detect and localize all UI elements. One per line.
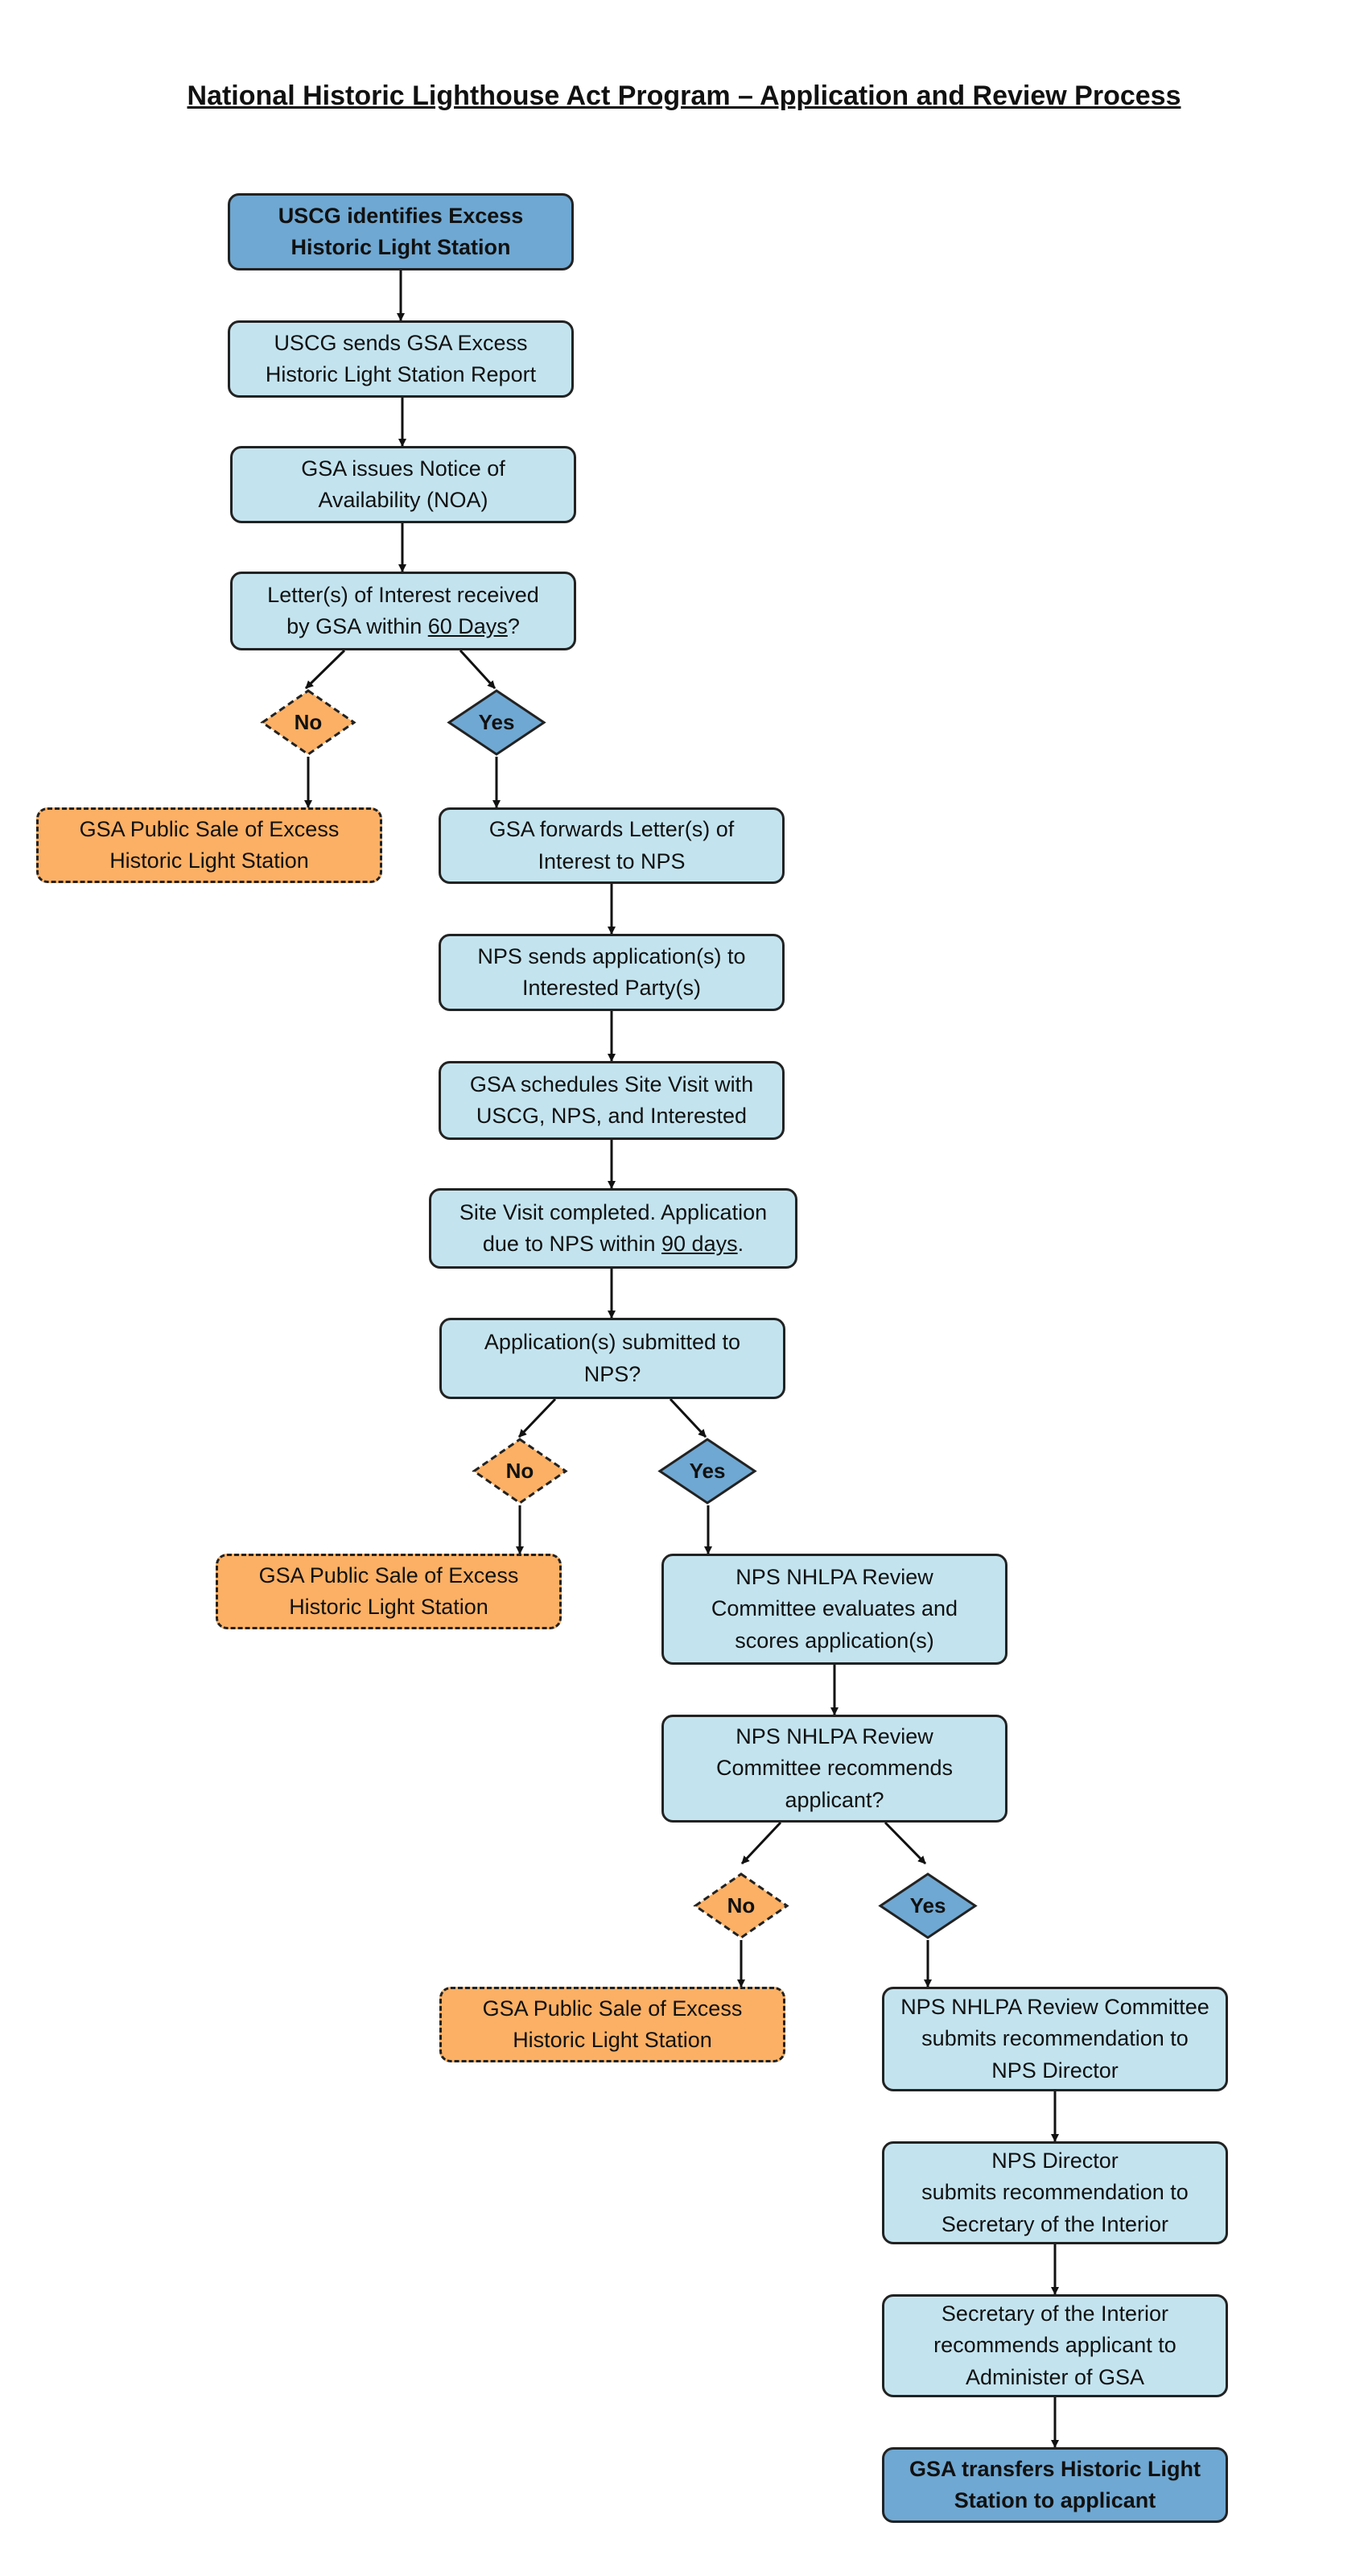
node-letters-of-interest: Letter(s) of Interest received by GSA wi…: [230, 572, 576, 650]
page-title: National Historic Lighthouse Act Program…: [187, 80, 1181, 111]
node-secretary-recommends: Secretary of the Interior recommends app…: [882, 2294, 1228, 2397]
decision-yes-1: Yes: [447, 688, 546, 757]
node-public-sale-1: GSA Public Sale of Excess Historic Light…: [36, 807, 382, 883]
node-uscg-identifies: USCG identifies Excess Historic Light St…: [228, 193, 574, 270]
diamond-shape: [878, 1872, 978, 1939]
node-uscg-sends-report: USCG sends GSA Excess Historic Light Sta…: [228, 320, 574, 398]
decision-yes-3: Yes: [878, 1872, 978, 1940]
arrow-n9-no2: [517, 1397, 557, 1439]
node-committee-evaluates: NPS NHLPA Review Committee evaluates and…: [661, 1554, 1007, 1665]
node-committee-recommends: NPS NHLPA Review Committee recommends ap…: [661, 1715, 1007, 1823]
node-committee-submits-recommendation: NPS NHLPA Review Committee submits recom…: [882, 1987, 1228, 2091]
node-director-submits-recommendation: NPS Director submits recommendation to S…: [882, 2141, 1228, 2244]
decision-no-2: No: [472, 1437, 568, 1505]
arrow-n4-yes1: [459, 649, 497, 690]
arrow-n9-yes2: [669, 1397, 707, 1439]
decision-no-1: No: [260, 688, 356, 757]
diamond-shape: [472, 1438, 568, 1505]
arrow-n11-no3: [740, 1821, 782, 1865]
node-public-sale-3: GSA Public Sale of Excess Historic Light…: [439, 1987, 785, 2062]
node-gsa-schedules-site-visit: GSA schedules Site Visit with USCG, NPS,…: [439, 1061, 785, 1140]
decision-yes-2: Yes: [657, 1437, 757, 1505]
diamond-shape: [657, 1438, 757, 1505]
arrow-n4-no1: [304, 649, 346, 690]
diamond-shape: [693, 1872, 789, 1939]
node-nps-sends-applications: NPS sends application(s) to Interested P…: [439, 934, 785, 1011]
node-site-visit-completed: Site Visit completed. Application due to…: [429, 1188, 797, 1269]
node-applications-submitted: Application(s) submitted to NPS?: [439, 1318, 785, 1399]
node-gsa-forwards-letters: GSA forwards Letter(s) of Interest to NP…: [439, 807, 785, 884]
node-public-sale-2: GSA Public Sale of Excess Historic Light…: [216, 1554, 562, 1629]
node-gsa-transfers: GSA transfers Historic Light Station to …: [882, 2447, 1228, 2523]
decision-no-3: No: [693, 1872, 789, 1940]
diamond-shape: [260, 689, 356, 756]
arrow-n11-yes3: [884, 1821, 927, 1865]
node-gsa-issues-noa: GSA issues Notice of Availability (NOA): [230, 446, 576, 523]
diamond-shape: [447, 689, 546, 756]
